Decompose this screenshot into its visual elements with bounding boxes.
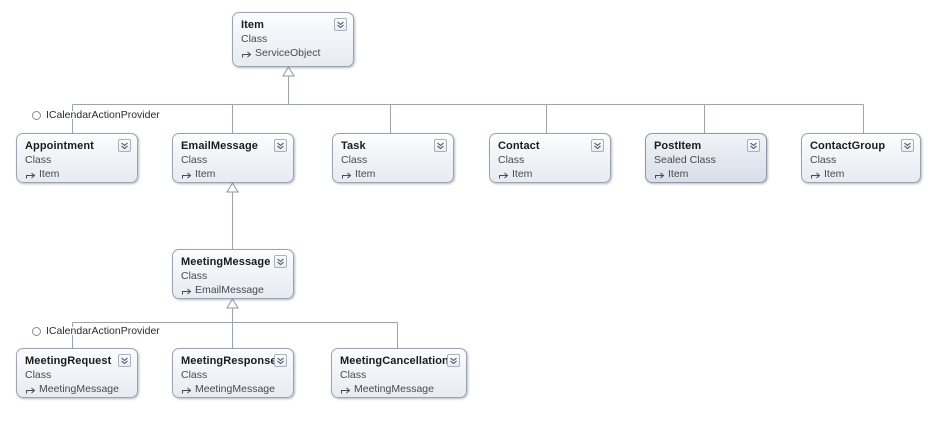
class-node-postitem[interactable]: PostItem Sealed Class Item [645,133,767,183]
chevron-double-down-icon[interactable] [434,139,447,152]
class-name: Contact [498,140,540,152]
class-base-type: Item [181,167,285,181]
base-type-label: EmailMessage [195,284,264,296]
base-type-label: Item [195,168,216,180]
chevron-double-down-icon[interactable] [747,139,760,152]
class-base-type: EmailMessage [181,283,285,297]
interface-lollipop-icon [32,327,41,336]
inheritance-arrow-icon [340,385,351,396]
inheritance-arrow-icon [241,49,252,60]
class-stereotype: Class [340,369,367,381]
class-base-type: Item [654,167,758,181]
class-stereotype: Class [341,154,368,166]
class-base-type: Item [498,167,602,181]
inheritance-arrow-icon [341,170,352,181]
class-name: MeetingResponse [181,355,277,367]
class-stereotype: Class [181,369,208,381]
interface-lollipop-meetingrequest[interactable]: ICalendarActionProvider [32,326,160,337]
class-node-meetingresponse[interactable]: MeetingResponse Class MeetingMessage [172,348,294,398]
class-node-item[interactable]: Item Class ServiceObject [232,12,354,67]
class-name: Task [341,140,366,152]
base-type-label: ServiceObject [255,47,321,59]
base-type-label: Item [824,168,845,180]
chevron-double-down-icon[interactable] [274,354,287,367]
class-name: ContactGroup [810,140,886,152]
chevron-double-down-icon[interactable] [274,255,287,268]
class-name: MeetingCancellation [340,355,449,367]
class-name: Appointment [25,140,94,152]
class-stereotype: Sealed Class [654,154,716,166]
class-node-meetingrequest[interactable]: MeetingRequest Class MeetingMessage [16,348,138,398]
class-base-type: MeetingMessage [181,382,285,396]
class-base-type: MeetingMessage [340,382,458,396]
base-type-label: MeetingMessage [354,383,434,395]
class-stereotype: Class [810,154,837,166]
interface-label: ICalendarActionProvider [46,325,160,337]
inheritance-arrow-icon [654,170,665,181]
class-stereotype: Class [181,270,208,282]
chevron-double-down-icon[interactable] [901,139,914,152]
class-stereotype: Class [181,154,208,166]
class-node-meetingmessage[interactable]: MeetingMessage Class EmailMessage [172,249,294,299]
class-node-contactgroup[interactable]: ContactGroup Class Item [801,133,921,183]
class-node-contact[interactable]: Contact Class Item [489,133,611,183]
base-type-label: MeetingMessage [195,383,275,395]
chevron-double-down-icon[interactable] [447,354,460,367]
base-type-label: Item [39,168,60,180]
class-base-type: Item [25,167,129,181]
base-type-label: MeetingMessage [39,383,119,395]
base-type-label: Item [355,168,376,180]
class-name: Item [241,19,265,31]
chevron-double-down-icon[interactable] [118,354,131,367]
class-node-meetingcancellation[interactable]: MeetingCancellation Class MeetingMessage [331,348,467,398]
inheritance-arrow-icon [181,385,192,396]
class-name: EmailMessage [181,140,259,152]
inheritance-arrow-icon [25,385,36,396]
base-type-label: Item [668,168,689,180]
class-node-emailmessage[interactable]: EmailMessage Class Item [172,133,294,183]
inheritance-arrow-icon [498,170,509,181]
class-stereotype: Class [25,154,52,166]
base-type-label: Item [512,168,533,180]
chevron-double-down-icon[interactable] [118,139,131,152]
interface-label: ICalendarActionProvider [46,109,160,121]
class-stereotype: Class [498,154,525,166]
class-stereotype: Class [25,369,52,381]
class-base-type: Item [810,167,912,181]
interface-lollipop-appointment[interactable]: ICalendarActionProvider [32,110,160,121]
inheritance-arrow-icon [25,170,36,181]
class-base-type: MeetingMessage [25,382,129,396]
inheritance-arrow-icon [810,170,821,181]
class-node-task[interactable]: Task Class Item [332,133,454,183]
chevron-double-down-icon[interactable] [274,139,287,152]
inheritance-arrow-icon [181,170,192,181]
class-node-appointment[interactable]: Appointment Class Item [16,133,138,183]
class-name: MeetingMessage [181,256,271,268]
chevron-double-down-icon[interactable] [591,139,604,152]
class-stereotype: Class [241,33,268,45]
inheritance-arrow-icon [181,286,192,297]
class-name: MeetingRequest [25,355,112,367]
class-base-type: ServiceObject [241,46,345,60]
class-name: PostItem [654,140,702,152]
interface-lollipop-icon [32,111,41,120]
chevron-double-down-icon[interactable] [334,18,347,31]
class-base-type: Item [341,167,445,181]
